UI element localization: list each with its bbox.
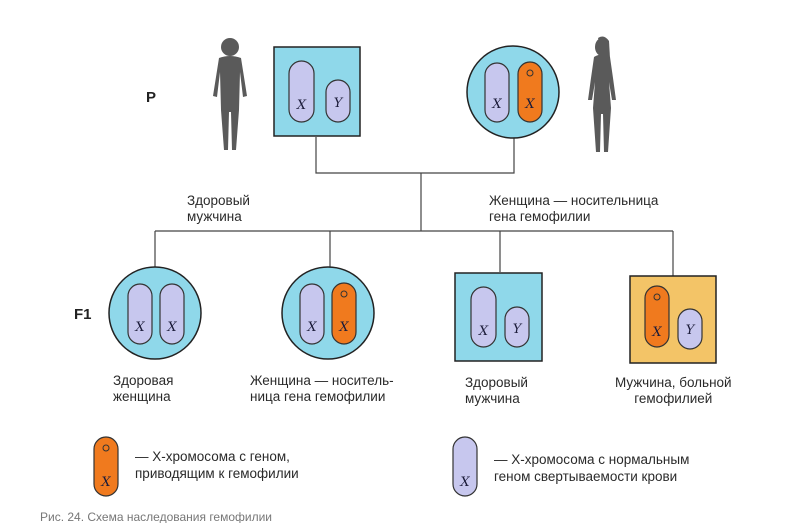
offspring-1-caption-line-2: женщина xyxy=(113,389,171,404)
generation-label-parents: P xyxy=(146,89,157,106)
mutant-gene-marker xyxy=(526,69,534,77)
female-silhouette-icon xyxy=(588,36,616,152)
offspring-2-caption-line-2: ница гена гемофилии xyxy=(250,389,386,404)
male-silhouette-icon xyxy=(213,38,247,150)
legend-normal-line-1: — X-хромосома с нормальным xyxy=(494,452,690,467)
offspring-4-caption-line-2: гемофилией xyxy=(634,391,713,406)
offspring-1-x-chromosome-b xyxy=(159,283,185,345)
offspring-2-caption: Женщина — носитель- ница гена гемофилии xyxy=(250,373,394,405)
offspring-4-x-letter: X xyxy=(651,325,662,340)
offspring-3-y-letter: Y xyxy=(513,322,523,337)
offspring-1-x-chromosome-a xyxy=(127,283,153,345)
offspring-2-x-chromosome-normal xyxy=(299,283,325,345)
pedigree-lines xyxy=(154,117,674,276)
father-caption: Здоровый мужчина xyxy=(187,193,250,225)
offspring-2-cell: X X xyxy=(281,266,375,360)
offspring-1-caption-line-1: Здоровая xyxy=(113,373,174,388)
offspring-4-caption-line-1: Мужчина, больной xyxy=(615,375,732,390)
offspring-1-x-letter-b: X xyxy=(166,320,177,335)
father-y-chromosome: Y xyxy=(325,79,351,123)
offspring-3-caption-line-1: Здоровый xyxy=(465,375,528,390)
legend-mutant-text: — X-хромосома с геном, приводящим к гемо… xyxy=(135,448,299,482)
father-y-letter: Y xyxy=(334,96,344,111)
offspring-3-y-chromosome xyxy=(504,306,530,348)
offspring-4-cell: X Y xyxy=(629,275,717,364)
offspring-3-x-letter: X xyxy=(478,324,489,339)
mother-x-letter-normal: X xyxy=(491,97,502,112)
offspring-1-caption: Здоровая женщина xyxy=(113,373,173,405)
mother-caption: Женщина — носительница гена гемофилии xyxy=(489,193,658,225)
offspring-1-x-letter-a: X xyxy=(134,320,145,335)
mother-cell: X X xyxy=(466,45,560,139)
offspring-3-caption-line-2: мужчина xyxy=(465,391,520,406)
father-x-chromosome: X xyxy=(288,60,315,123)
legend-mutant-chromosome: X xyxy=(93,436,119,497)
mother-x-chromosome-mutant: X xyxy=(517,61,543,123)
offspring-2-x-chromosome-mutant xyxy=(331,282,357,345)
mother-x-letter-mutant: X xyxy=(524,97,535,112)
offspring-4-x-chromosome-mutant xyxy=(644,285,670,348)
legend-normal-text: — X-хромосома с нормальным геном свертыв… xyxy=(494,451,689,485)
father-caption-line-1: Здоровый xyxy=(187,193,250,208)
figure-caption: Рис. 24. Схема наследования гемофилии xyxy=(40,510,273,523)
mother-x-chromosome-normal: X xyxy=(484,62,510,123)
father-caption-line-2: мужчина xyxy=(187,209,242,224)
offspring-4-caption: Мужчина, больной гемофилией xyxy=(615,375,732,407)
mother-caption-line-1: Женщина — носительница xyxy=(489,193,659,208)
offspring-4-y-chromosome xyxy=(677,308,703,350)
offspring-3-caption: Здоровый мужчина xyxy=(465,375,528,407)
legend-mutant-line-1: — X-хромосома с геном, xyxy=(135,449,290,464)
offspring-4-y-letter: Y xyxy=(686,323,696,338)
offspring-2-x-letter-mutant: X xyxy=(338,320,349,335)
offspring-1-cell: X X xyxy=(108,266,202,360)
offspring-2-caption-line-1: Женщина — носитель- xyxy=(250,373,394,388)
mother-caption-line-2: гена гемофилии xyxy=(489,209,591,224)
legend-mutant-line-2: приводящим к гемофилии xyxy=(135,466,299,481)
father-cell: X Y xyxy=(273,46,361,137)
father-x-letter: X xyxy=(296,98,307,113)
legend-normal-chromosome: X xyxy=(452,436,478,497)
offspring-3-cell: X Y xyxy=(454,272,543,362)
parents-connector xyxy=(315,117,515,174)
legend-mutant-letter: X xyxy=(100,475,111,490)
legend-normal-letter: X xyxy=(459,475,470,490)
offspring-2-x-letter-normal: X xyxy=(306,320,317,335)
offspring-3-x-chromosome xyxy=(470,286,497,348)
generation-label-offspring: F1 xyxy=(74,306,92,323)
legend-normal-line-2: геном свертываемости крови xyxy=(494,469,678,484)
